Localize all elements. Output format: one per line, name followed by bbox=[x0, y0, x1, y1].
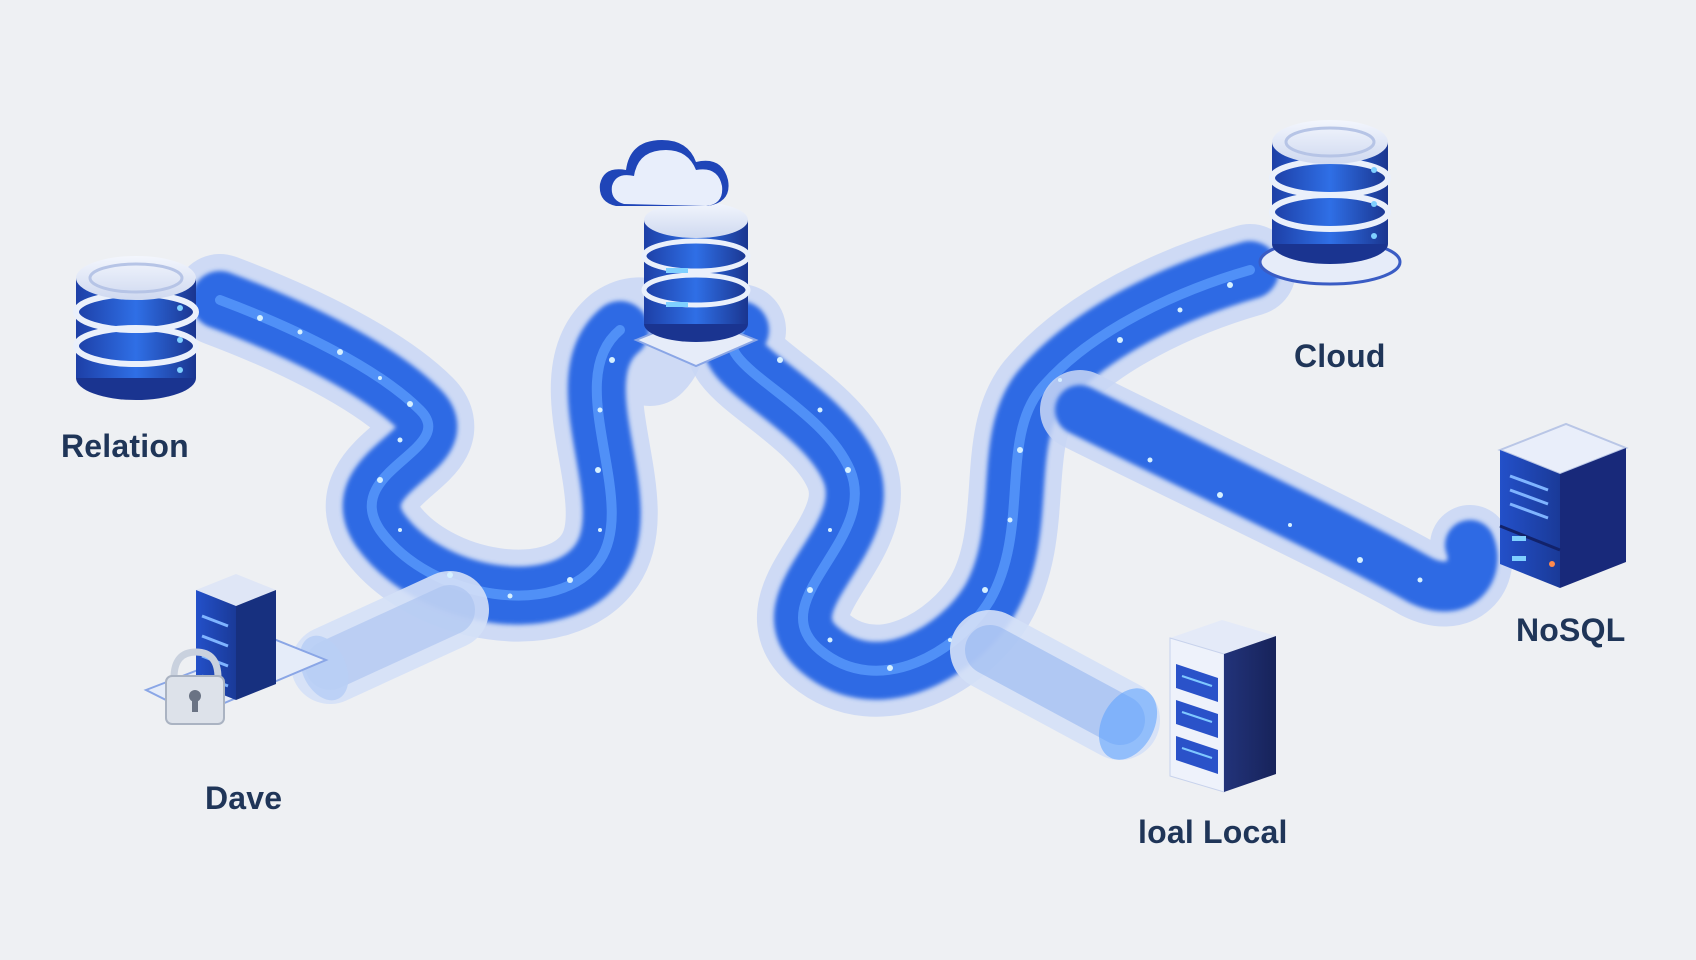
local-server-icon bbox=[1169, 620, 1276, 793]
nosql-server-icon bbox=[1497, 422, 1629, 588]
relation-database-icon bbox=[73, 256, 199, 400]
dave-locked-server-icon bbox=[143, 574, 329, 725]
cloud-label: Cloud bbox=[1294, 338, 1386, 374]
nosql-label: NoSQL bbox=[1516, 612, 1626, 648]
data-pipes bbox=[174, 224, 1513, 760]
dave-label: Dave bbox=[205, 780, 283, 816]
flow-particles bbox=[257, 282, 1423, 671]
center-cloud-database-icon bbox=[599, 140, 759, 368]
local-label: loal Local bbox=[1138, 814, 1288, 850]
cloud-icon bbox=[599, 140, 729, 206]
cloud-database-icon bbox=[1258, 120, 1402, 286]
relation-label: Relation bbox=[61, 428, 189, 464]
